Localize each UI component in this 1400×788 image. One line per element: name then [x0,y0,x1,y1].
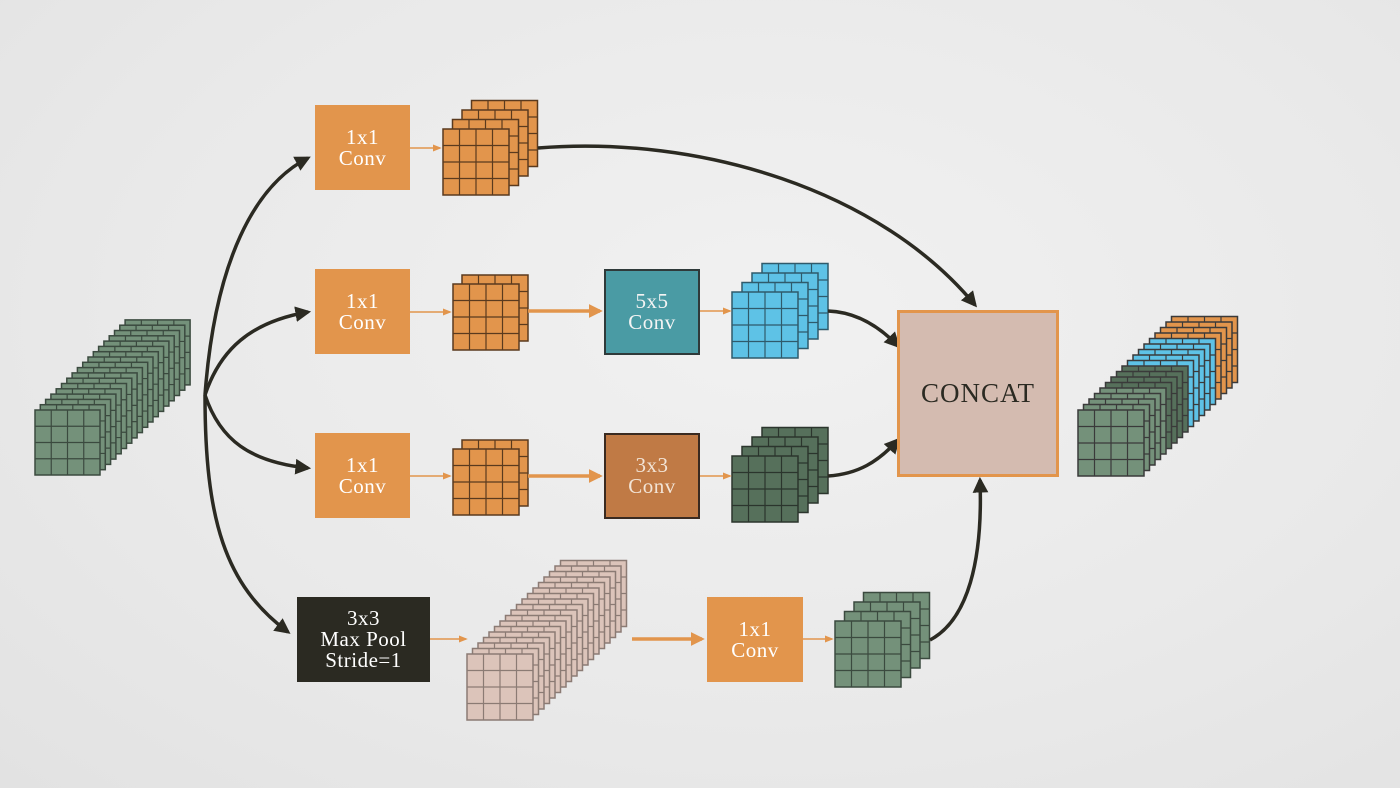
conv-1x1-branch3: 1x1 Conv [315,433,410,518]
conv-3x3: 3x3 Conv [604,433,700,519]
arrow-branch3-to-concat [827,437,901,478]
conv-1x1-branch2-op: Conv [338,309,387,334]
arrow-branch2-to-concat [827,309,901,349]
conv-1x1-branch4-op: Conv [731,637,779,662]
conv-3x3-op: Conv [628,474,676,498]
max-pool-stride: Stride=1 [325,648,402,672]
output-feature-map [1077,315,1239,477]
conv-1x1-branch3-size: 1x1 [346,452,379,477]
max-pool-3x3: 3x3 Max Pool Stride=1 [297,597,430,682]
conv-1x1-branch2-size: 1x1 [346,288,379,313]
conv-1x1-branch4: 1x1 Conv [707,597,803,682]
arrow-input-to-maxpool [203,394,291,634]
arrow-input-to-conv1 [203,156,311,396]
conv-1x1-branch2: 1x1 Conv [315,269,410,354]
max-pool-op: Max Pool [320,627,407,651]
maxpool-feature-map [466,559,628,721]
arrow-input-to-conv3 [203,394,312,475]
conv-1x1-branch3-op: Conv [338,473,387,498]
branch2-reduce-map [452,274,529,351]
arrow-branch1-to-concat [537,144,978,308]
conv-3x3-size: 3x3 [635,453,669,477]
conv-1x1-branch1: 1x1 Conv [315,105,410,190]
arrow-branch4-to-concat [929,476,989,642]
max-pool-size: 3x3 [347,606,380,630]
conv-1x1-branch1-size: 1x1 [346,124,379,149]
branch2-feature-map [731,262,829,359]
conv-1x1-branch1-op: Conv [338,145,387,170]
branch3-reduce-map [452,439,529,516]
input-feature-map [34,319,191,476]
concat-label: CONCAT [920,378,1035,408]
conv-5x5-op: Conv [628,310,676,334]
conv-1x1-branch4-size: 1x1 [738,616,772,641]
conv-5x5: 5x5 Conv [604,269,700,355]
branch1-feature-map [442,99,539,196]
branch4-feature-map [834,591,931,688]
conv-5x5-size: 5x5 [635,289,669,313]
branch3-feature-map [731,426,829,523]
concat-block: CONCAT [897,310,1059,477]
arrow-input-to-conv2 [203,306,312,396]
